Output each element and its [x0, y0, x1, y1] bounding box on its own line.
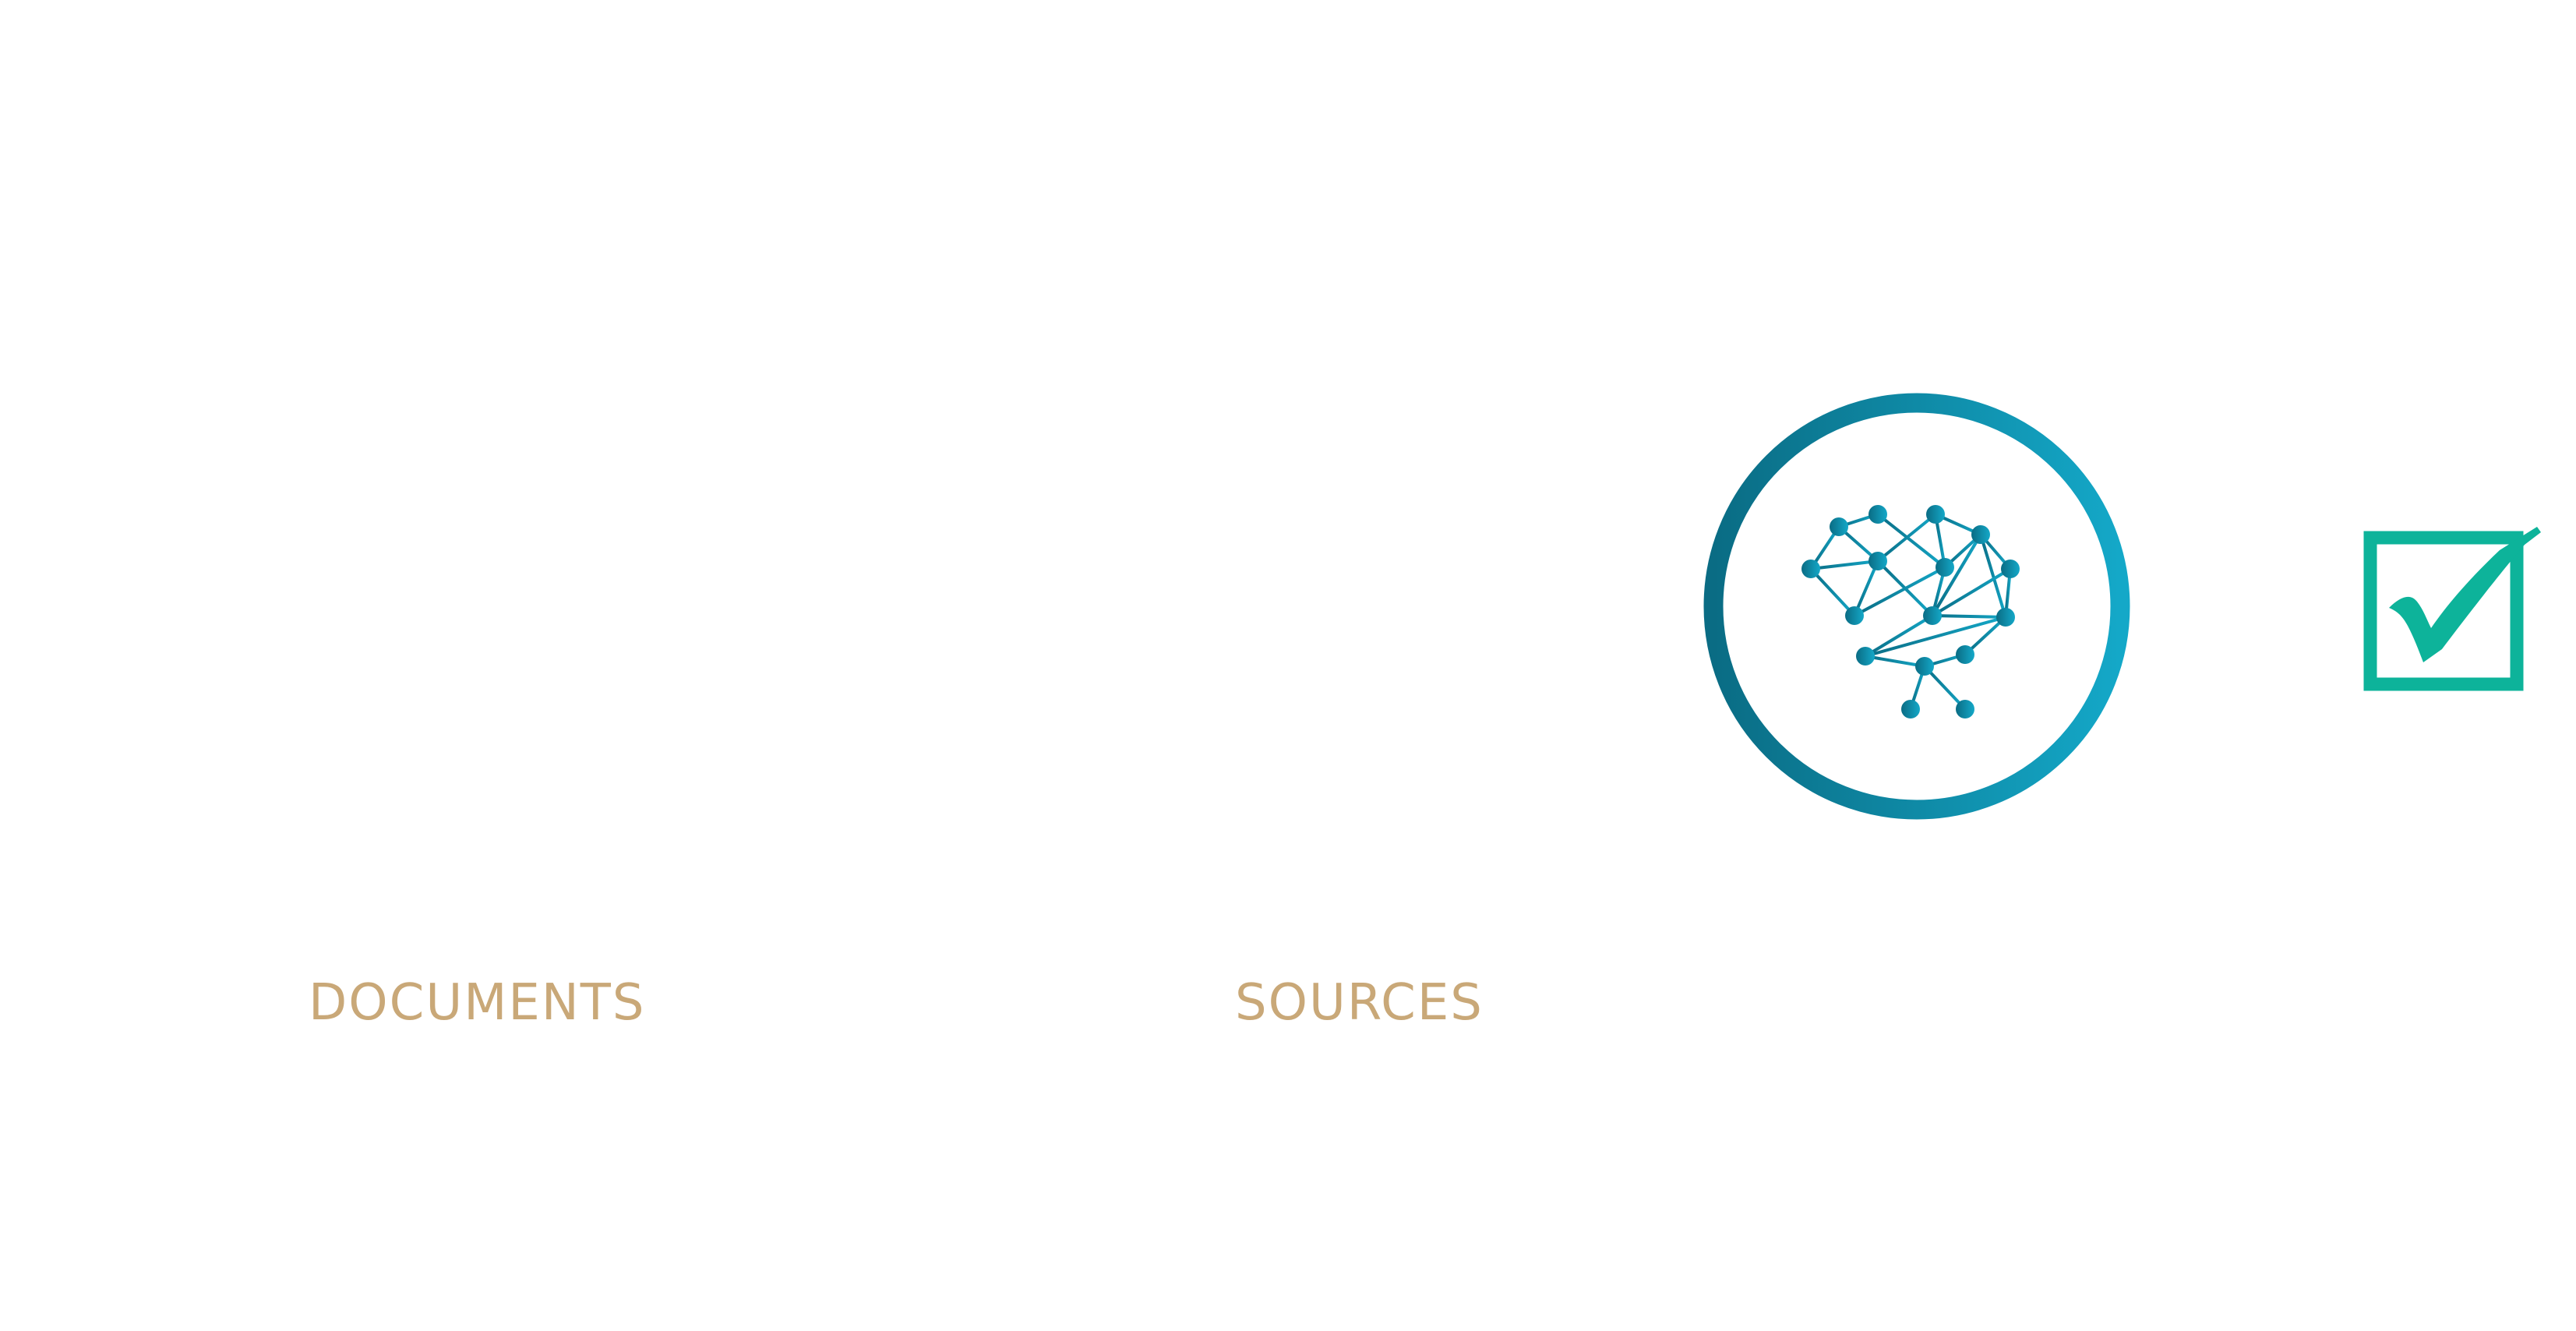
brain-edge [1979, 534, 2007, 618]
brain-node [1956, 645, 1974, 664]
brain-node [1845, 606, 1864, 625]
brain-edge [1931, 533, 1982, 617]
brain-edge [1810, 560, 1879, 570]
brain-node [1923, 606, 1942, 625]
check-mark [2389, 527, 2541, 662]
brain-node [1956, 700, 1974, 718]
brain-node [1915, 657, 1934, 676]
brain-node [1856, 647, 1875, 666]
brain-edge [1853, 560, 1879, 616]
brain-edge [1854, 566, 1946, 617]
brain-edge [1864, 614, 1934, 658]
brain-node [1901, 700, 1920, 718]
brain-nodes [1801, 505, 2020, 718]
checkbox-frame [2363, 531, 2524, 691]
brain-network-icon [1703, 393, 2130, 820]
ring [1703, 393, 2130, 820]
brain-edge [1923, 665, 1967, 711]
brain-node [1801, 560, 1820, 578]
brain-node [1868, 505, 1887, 524]
brain-edge [1876, 513, 1937, 563]
brain-edge [1865, 655, 1925, 668]
brain-edge [1931, 567, 2012, 617]
checkbox-checked-icon [2363, 527, 2541, 691]
brain-edge [1865, 616, 2006, 658]
brain-edge [1876, 513, 1946, 569]
brain-edge [1932, 614, 2006, 619]
documents-label: DOCUMENTS [309, 974, 646, 1032]
brain-node [1996, 608, 2015, 627]
brain-node [1926, 505, 1945, 524]
brain-node [1971, 525, 1990, 544]
brain-node [1830, 517, 1848, 536]
brain-node [1868, 552, 1887, 570]
brain-node [2001, 560, 2020, 578]
brain-edge [1809, 567, 1856, 617]
sources-label: SOURCES [1235, 974, 1484, 1032]
brain-node [1936, 558, 1954, 577]
